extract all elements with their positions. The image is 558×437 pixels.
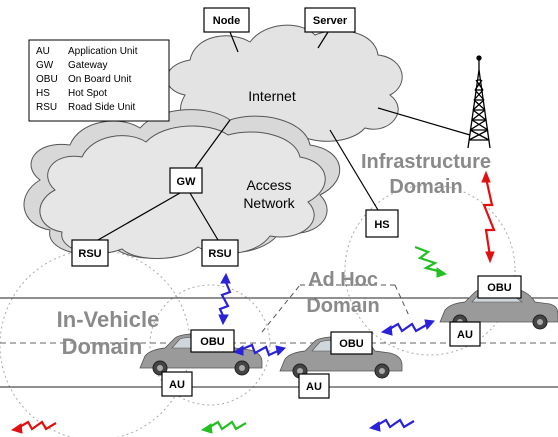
wireless-link-red-bottom-icon [17,420,57,431]
legend-abbr-obu: OBU [36,74,58,85]
rsu-left-label: RSU [78,248,101,260]
wireless-link-blue-obu2-obu3-icon [387,322,429,333]
wireless-link-blue-obu1-obu2-arrow-left [232,345,244,356]
wireless-link-blue-obu1-obu2-icon [239,343,281,357]
legend-abbr-au: AU [36,46,50,57]
internet-to-tower-line [377,107,471,136]
hs-label: HS [374,219,389,231]
legend-desc-hs: Hot Spot [68,88,107,99]
server-label: Server [313,15,348,27]
legend-desc-obu: On Board Unit [68,74,132,85]
obu-right-box [477,275,522,299]
cell-tower-icon [467,55,491,149]
gw-to-rsu-right-line [189,192,219,241]
access-network-label-line2: Network [243,195,295,211]
legend-desc-gw: Gateway [68,60,107,71]
wireless-link-green-bottom-icon [207,420,247,431]
connection-lines [97,31,471,241]
node-box [203,7,250,33]
obu-middle-box [330,331,373,355]
car-right-icon [439,287,558,330]
wireless-link-blue-rsu-arrow-down [218,314,229,326]
node-to-internet-line [229,31,239,53]
wireless-link-blue-rsu-icon [218,279,232,319]
server-box [304,7,356,33]
internet-label: Internet [248,88,296,104]
gw-label: GW [177,176,197,188]
au-middle-label: AU [306,381,322,393]
legend-box [28,39,170,122]
wireless-link-green-hs-icon [414,245,443,274]
au-left-box [161,371,193,397]
au-right-box [449,321,481,347]
wireless-link-blue-bottom-arrow [368,421,381,432]
obu-left-box [190,329,235,353]
hs-box [365,209,399,238]
rsu-left-coverage-boundary [149,284,271,406]
infrastructure-domain-label-line2: Domain [389,176,462,198]
rsu-right-label: RSU [208,248,231,260]
server-to-internet-line [317,31,329,49]
legend-abbr-rsu: RSU [36,102,57,113]
obu-middle-label: OBU [339,338,364,350]
hs-coverage-boundary [344,184,516,356]
in-vehicle-domain-label-line1: In-Vehicle [57,307,160,332]
au-right-label: AU [457,329,473,341]
ad-hoc-domain-label-line2: Domain [306,295,379,317]
wireless-link-blue-bottom-icon [375,418,415,429]
access-network-label-line1: Access [246,177,291,193]
legend-desc-rsu: Road Side Unit [68,102,135,113]
ad-hoc-dashed-links [261,284,411,333]
ad-hoc-domain-label-line1: Ad Hoc [308,269,378,291]
legend-abbr-gw: GW [36,60,54,71]
wireless-links [10,170,496,434]
node-box-group: Node Server GW HS RSU RSU OBU OBU OBU AU… [71,7,522,399]
obu-left-label: OBU [200,336,225,348]
gw-to-internet-line [194,119,231,169]
in-vehicle-domain-label-line2: Domain [62,334,143,359]
rsu-left-box [71,239,109,267]
obu-right-label: OBU [487,282,512,294]
wireless-link-green-hs-arrow [436,267,448,278]
adhoc-link-obu2-right [394,284,411,319]
wireless-link-red-tower-arrow-up [481,170,491,183]
gw-to-rsu-left-line [97,192,181,241]
wireless-link-blue-obu2-obu3-arrow-right [424,319,436,331]
wireless-link-blue-rsu-arrow-up [220,272,231,284]
hs-to-internet-line [329,129,379,211]
wireless-link-blue-obu1-obu2-arrow-right [275,345,286,356]
gw-box [169,167,203,194]
legend-desc-au: Application Unit [68,46,138,57]
infrastructure-domain-label-line1: Infrastructure [361,151,491,173]
node-label: Node [213,15,241,27]
rsu-right-box [201,239,239,267]
wireless-link-blue-obu2-obu3-arrow-left [380,325,393,336]
wireless-link-green-bottom-arrow [200,423,213,434]
wireless-link-red-bottom-arrow [10,423,23,434]
au-middle-box [298,373,330,399]
wireless-link-red-tower-icon [482,177,496,257]
adhoc-link-obu1-top [261,284,301,333]
wireless-link-red-tower-arrow-down [485,251,495,264]
legend-abbr-hs: HS [36,88,50,99]
legend: AU Application Unit GW Gateway OBU On Bo… [28,39,170,122]
au-left-label: AU [169,379,185,391]
